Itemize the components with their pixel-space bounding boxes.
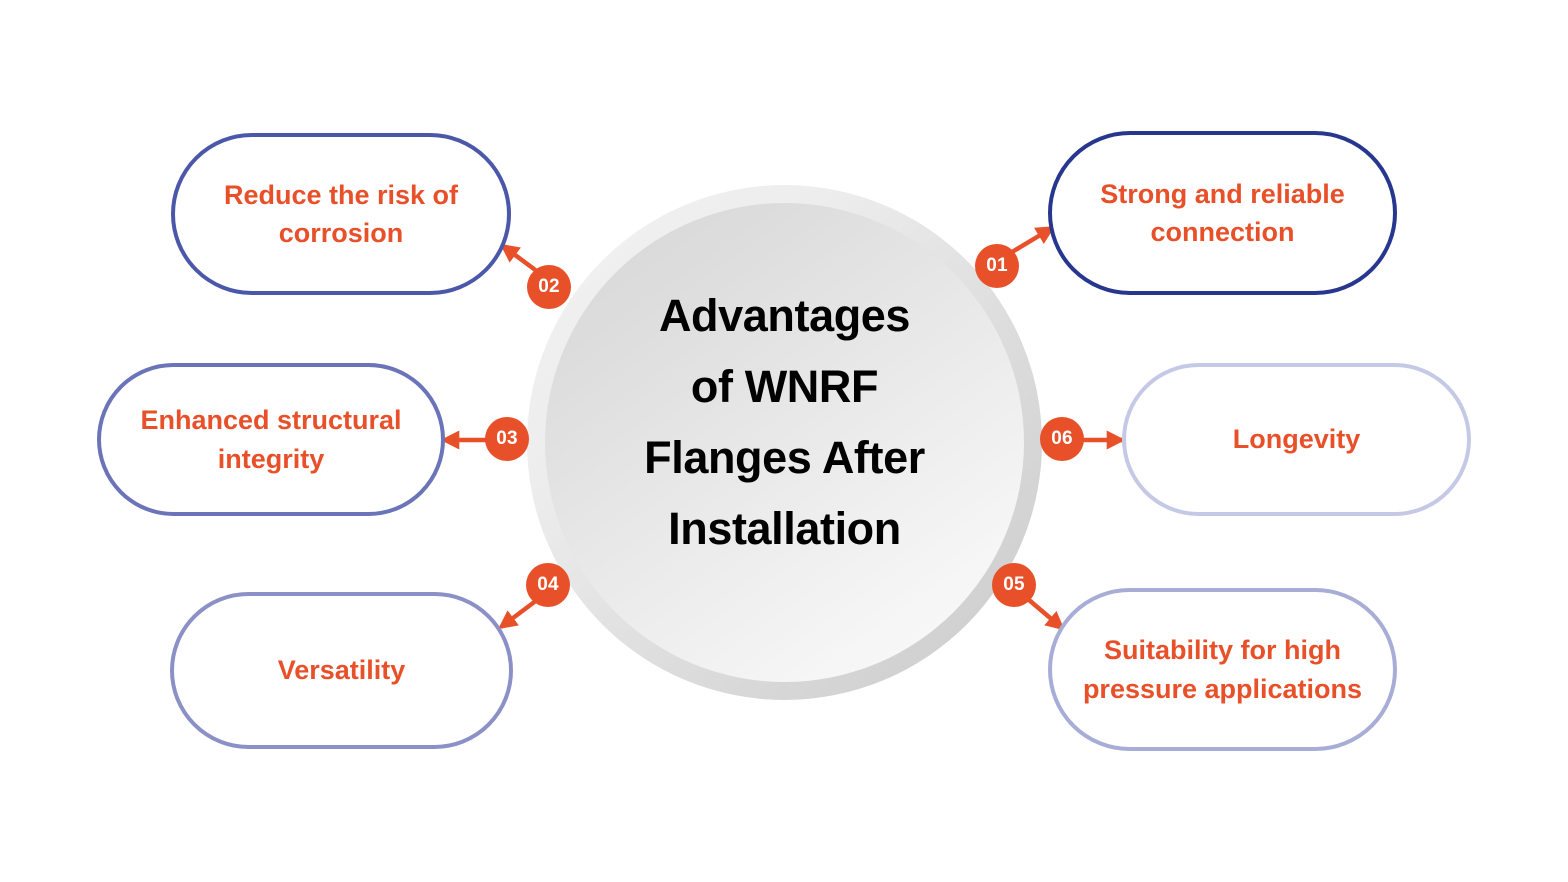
center-title-line-4: Installation — [668, 503, 901, 555]
center-title-line-2: of WNRF — [690, 361, 879, 413]
center-hub: Advantages of WNRF Flanges After Install… — [527, 185, 1042, 700]
node-box-06[interactable]: Longevity — [1122, 363, 1471, 516]
node-box-03[interactable]: Enhanced structural integrity — [97, 363, 445, 516]
node-box-01[interactable]: Strong and reliable connection — [1048, 131, 1397, 295]
node-label-05: Suitability for high pressure applicatio… — [1082, 635, 1363, 704]
center-title-line-3: Flanges After — [644, 432, 925, 484]
node-box-04[interactable]: Versatility — [170, 592, 513, 749]
step-badge-02[interactable]: 02 — [527, 265, 571, 309]
node-label-06: Longevity — [1232, 424, 1361, 455]
step-badge-01[interactable]: 01 — [975, 244, 1019, 288]
center-inner-circle — [545, 203, 1024, 682]
node-label-03: Enhanced structural integrity — [140, 405, 402, 474]
step-badge-05[interactable]: 05 — [992, 563, 1036, 607]
center-title: Advantages of WNRF Flanges After Install… — [577, 280, 992, 564]
center-title-line-1: Advantages — [658, 290, 911, 341]
node-label-04: Versatility — [277, 655, 406, 686]
node-label-02: Reduce the risk of corrosion — [223, 179, 459, 248]
node-label-01: Strong and reliable connection — [1100, 178, 1345, 247]
node-box-05[interactable]: Suitability for high pressure applicatio… — [1048, 588, 1397, 751]
step-badge-06[interactable]: 06 — [1040, 417, 1084, 461]
node-box-02[interactable]: Reduce the risk of corrosion — [171, 133, 511, 295]
step-badge-03[interactable]: 03 — [485, 417, 529, 461]
step-badge-04[interactable]: 04 — [526, 563, 570, 607]
